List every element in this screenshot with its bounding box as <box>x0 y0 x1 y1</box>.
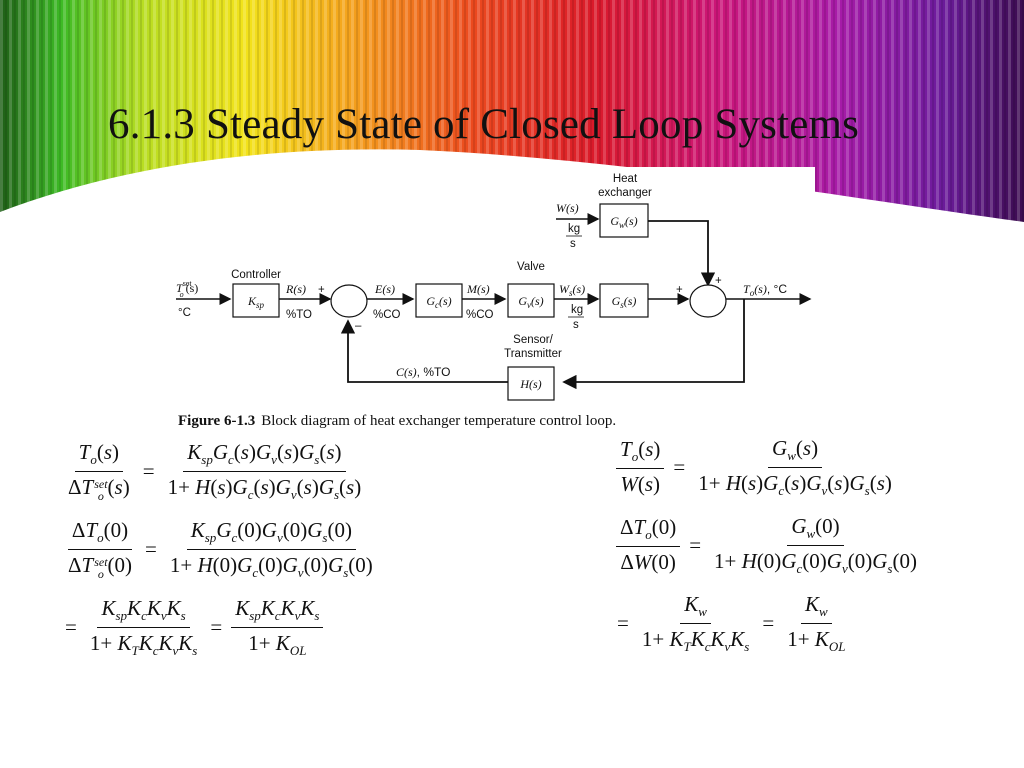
unit-s-1: s <box>570 238 576 250</box>
summing-junction-1 <box>330 284 368 318</box>
summing-junction-2 <box>689 284 727 318</box>
svg-text:+: + <box>676 284 683 296</box>
svg-text:Gw(s): Gw(s) <box>610 214 637 230</box>
heat-exchanger-label-2: exchanger <box>598 187 652 199</box>
feedback-unit: , %TO <box>417 365 451 379</box>
gc-block <box>415 283 463 318</box>
svg-text:H(s): H(s) <box>519 377 541 391</box>
svg-text:Gc(s): Gc(s) <box>426 294 451 310</box>
sensor-label-2: Transmitter <box>504 348 562 360</box>
svg-text:Ws(s): Ws(s) <box>559 282 585 298</box>
svg-text:R(s): R(s) <box>285 282 306 296</box>
gv-block <box>507 283 555 318</box>
unit-co-1: %CO <box>373 309 401 321</box>
controller-label: Controller <box>231 269 281 281</box>
svg-text:–: – <box>355 320 362 332</box>
svg-text:Gv(s): Gv(s) <box>518 294 543 310</box>
rainbow-banner <box>0 0 1024 222</box>
unit-to: %TO <box>286 309 312 321</box>
figure-caption-text: Block diagram of heat exchanger temperat… <box>261 413 616 429</box>
ksp-block <box>232 283 280 318</box>
equations-right: To(s) W(s) = Gw(s) 1+ H(s)Gc(s)Gv(s)Gs(s… <box>616 435 917 654</box>
w-of-s-label: W(s) <box>556 201 579 215</box>
svg-text:To(s), °C: To(s), °C <box>743 282 787 298</box>
svg-text:E(s): E(s) <box>374 282 395 296</box>
svg-text:Gs(s): Gs(s) <box>612 294 637 310</box>
svg-text:C(s), %TO: C(s), %TO <box>396 365 450 379</box>
unit-kg-2: kg <box>571 304 583 316</box>
unit-c-input: °C <box>178 307 191 319</box>
unit-co-2: %CO <box>466 309 494 321</box>
heat-exchanger-label-1: Heat <box>613 173 638 185</box>
valve-label: Valve <box>517 261 545 273</box>
h-block <box>507 366 555 401</box>
gs-block <box>599 283 649 318</box>
gw-block <box>599 203 649 238</box>
svg-text:+: + <box>715 275 722 287</box>
unit-kg-1: kg <box>568 223 580 235</box>
slide-title: 6.1.3 Steady State of Closed Loop System… <box>108 101 860 148</box>
unit-s-2: s <box>573 319 579 331</box>
svg-text:+: + <box>318 284 325 296</box>
sensor-label-1: Sensor/ <box>513 334 553 346</box>
svg-text:M(s): M(s) <box>466 282 490 296</box>
output-unit: , °C <box>767 282 787 296</box>
figure-caption-bold: Figure 6-1.3 <box>178 413 255 429</box>
